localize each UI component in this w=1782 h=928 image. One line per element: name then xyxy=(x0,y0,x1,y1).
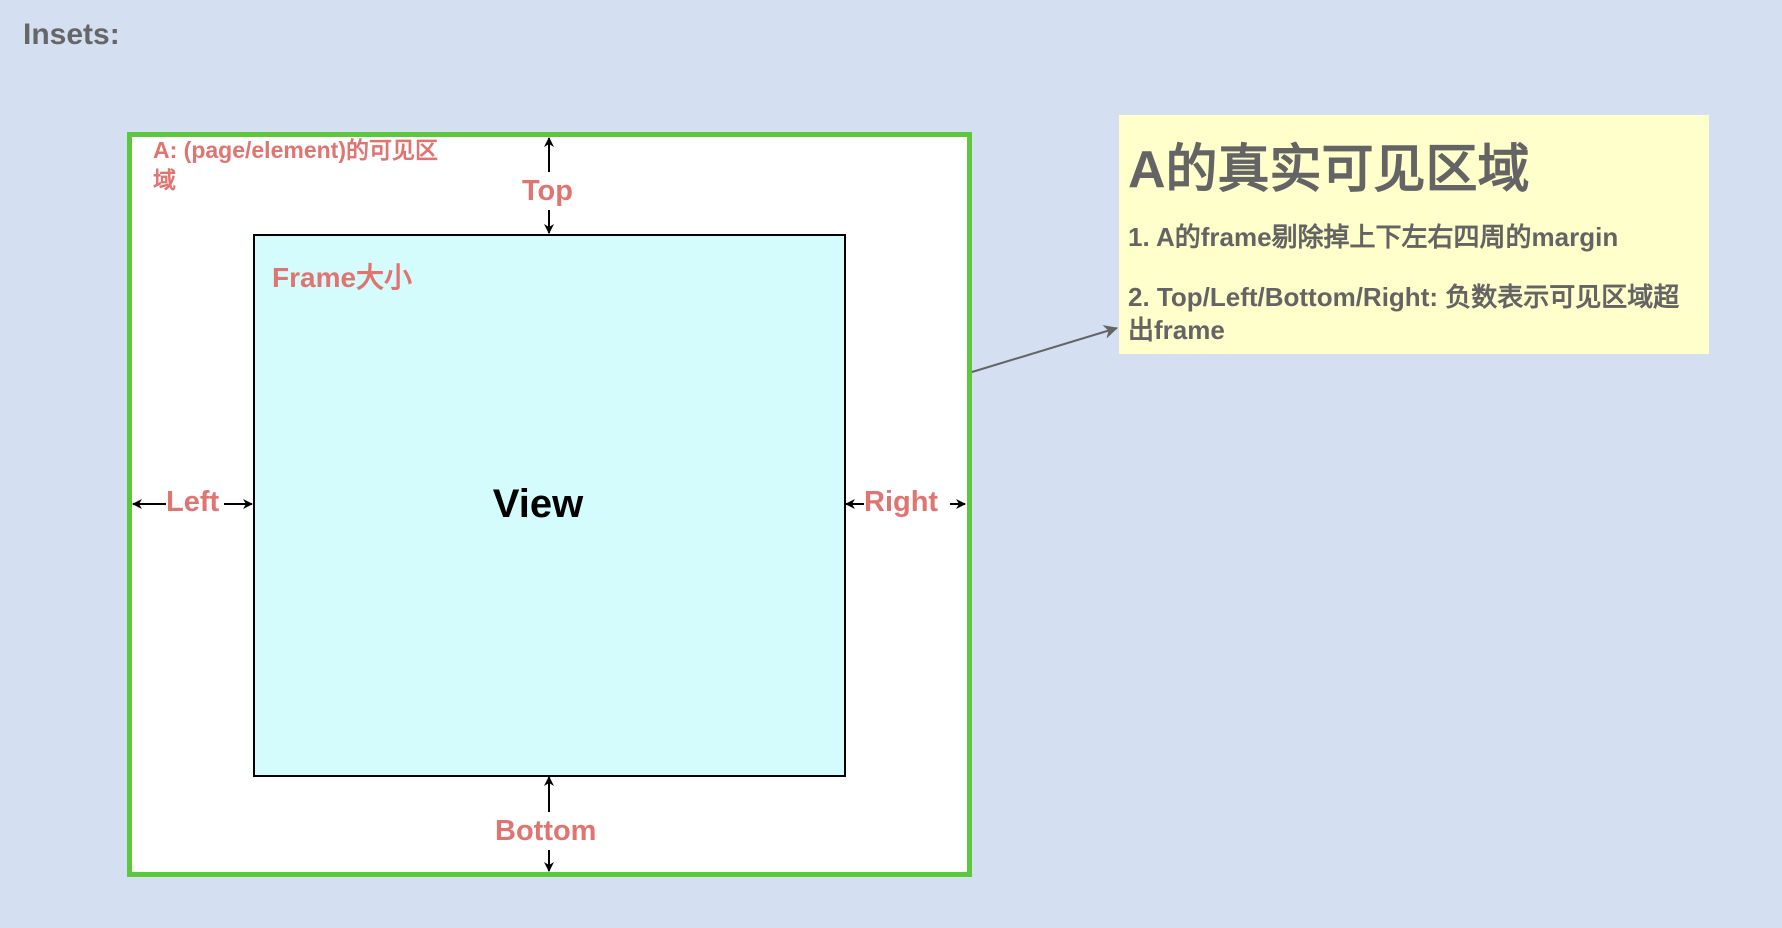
note-line-2: 2. Top/Left/Bottom/Right: 负数表示可见区域超出fram… xyxy=(1128,282,1680,345)
page-title: Insets: xyxy=(23,18,120,51)
frame-box xyxy=(253,234,846,777)
note-line-1: 1. A的frame剔除掉上下左右四周的margin xyxy=(1128,222,1619,252)
note-title: A的真实可见区域 xyxy=(1128,141,1530,199)
visible-area-label: A: (page/element)的可见区域 xyxy=(153,137,438,193)
frame-label: Frame大小 xyxy=(272,262,413,293)
bottom-inset-label: Bottom xyxy=(495,815,597,847)
top-inset-label: Top xyxy=(522,175,573,207)
note-box xyxy=(1119,115,1709,354)
right-inset-label: Right xyxy=(864,486,939,518)
view-label: View xyxy=(492,482,584,526)
connector-arrow-icon xyxy=(971,325,1118,373)
left-inset-label: Left xyxy=(166,486,220,518)
